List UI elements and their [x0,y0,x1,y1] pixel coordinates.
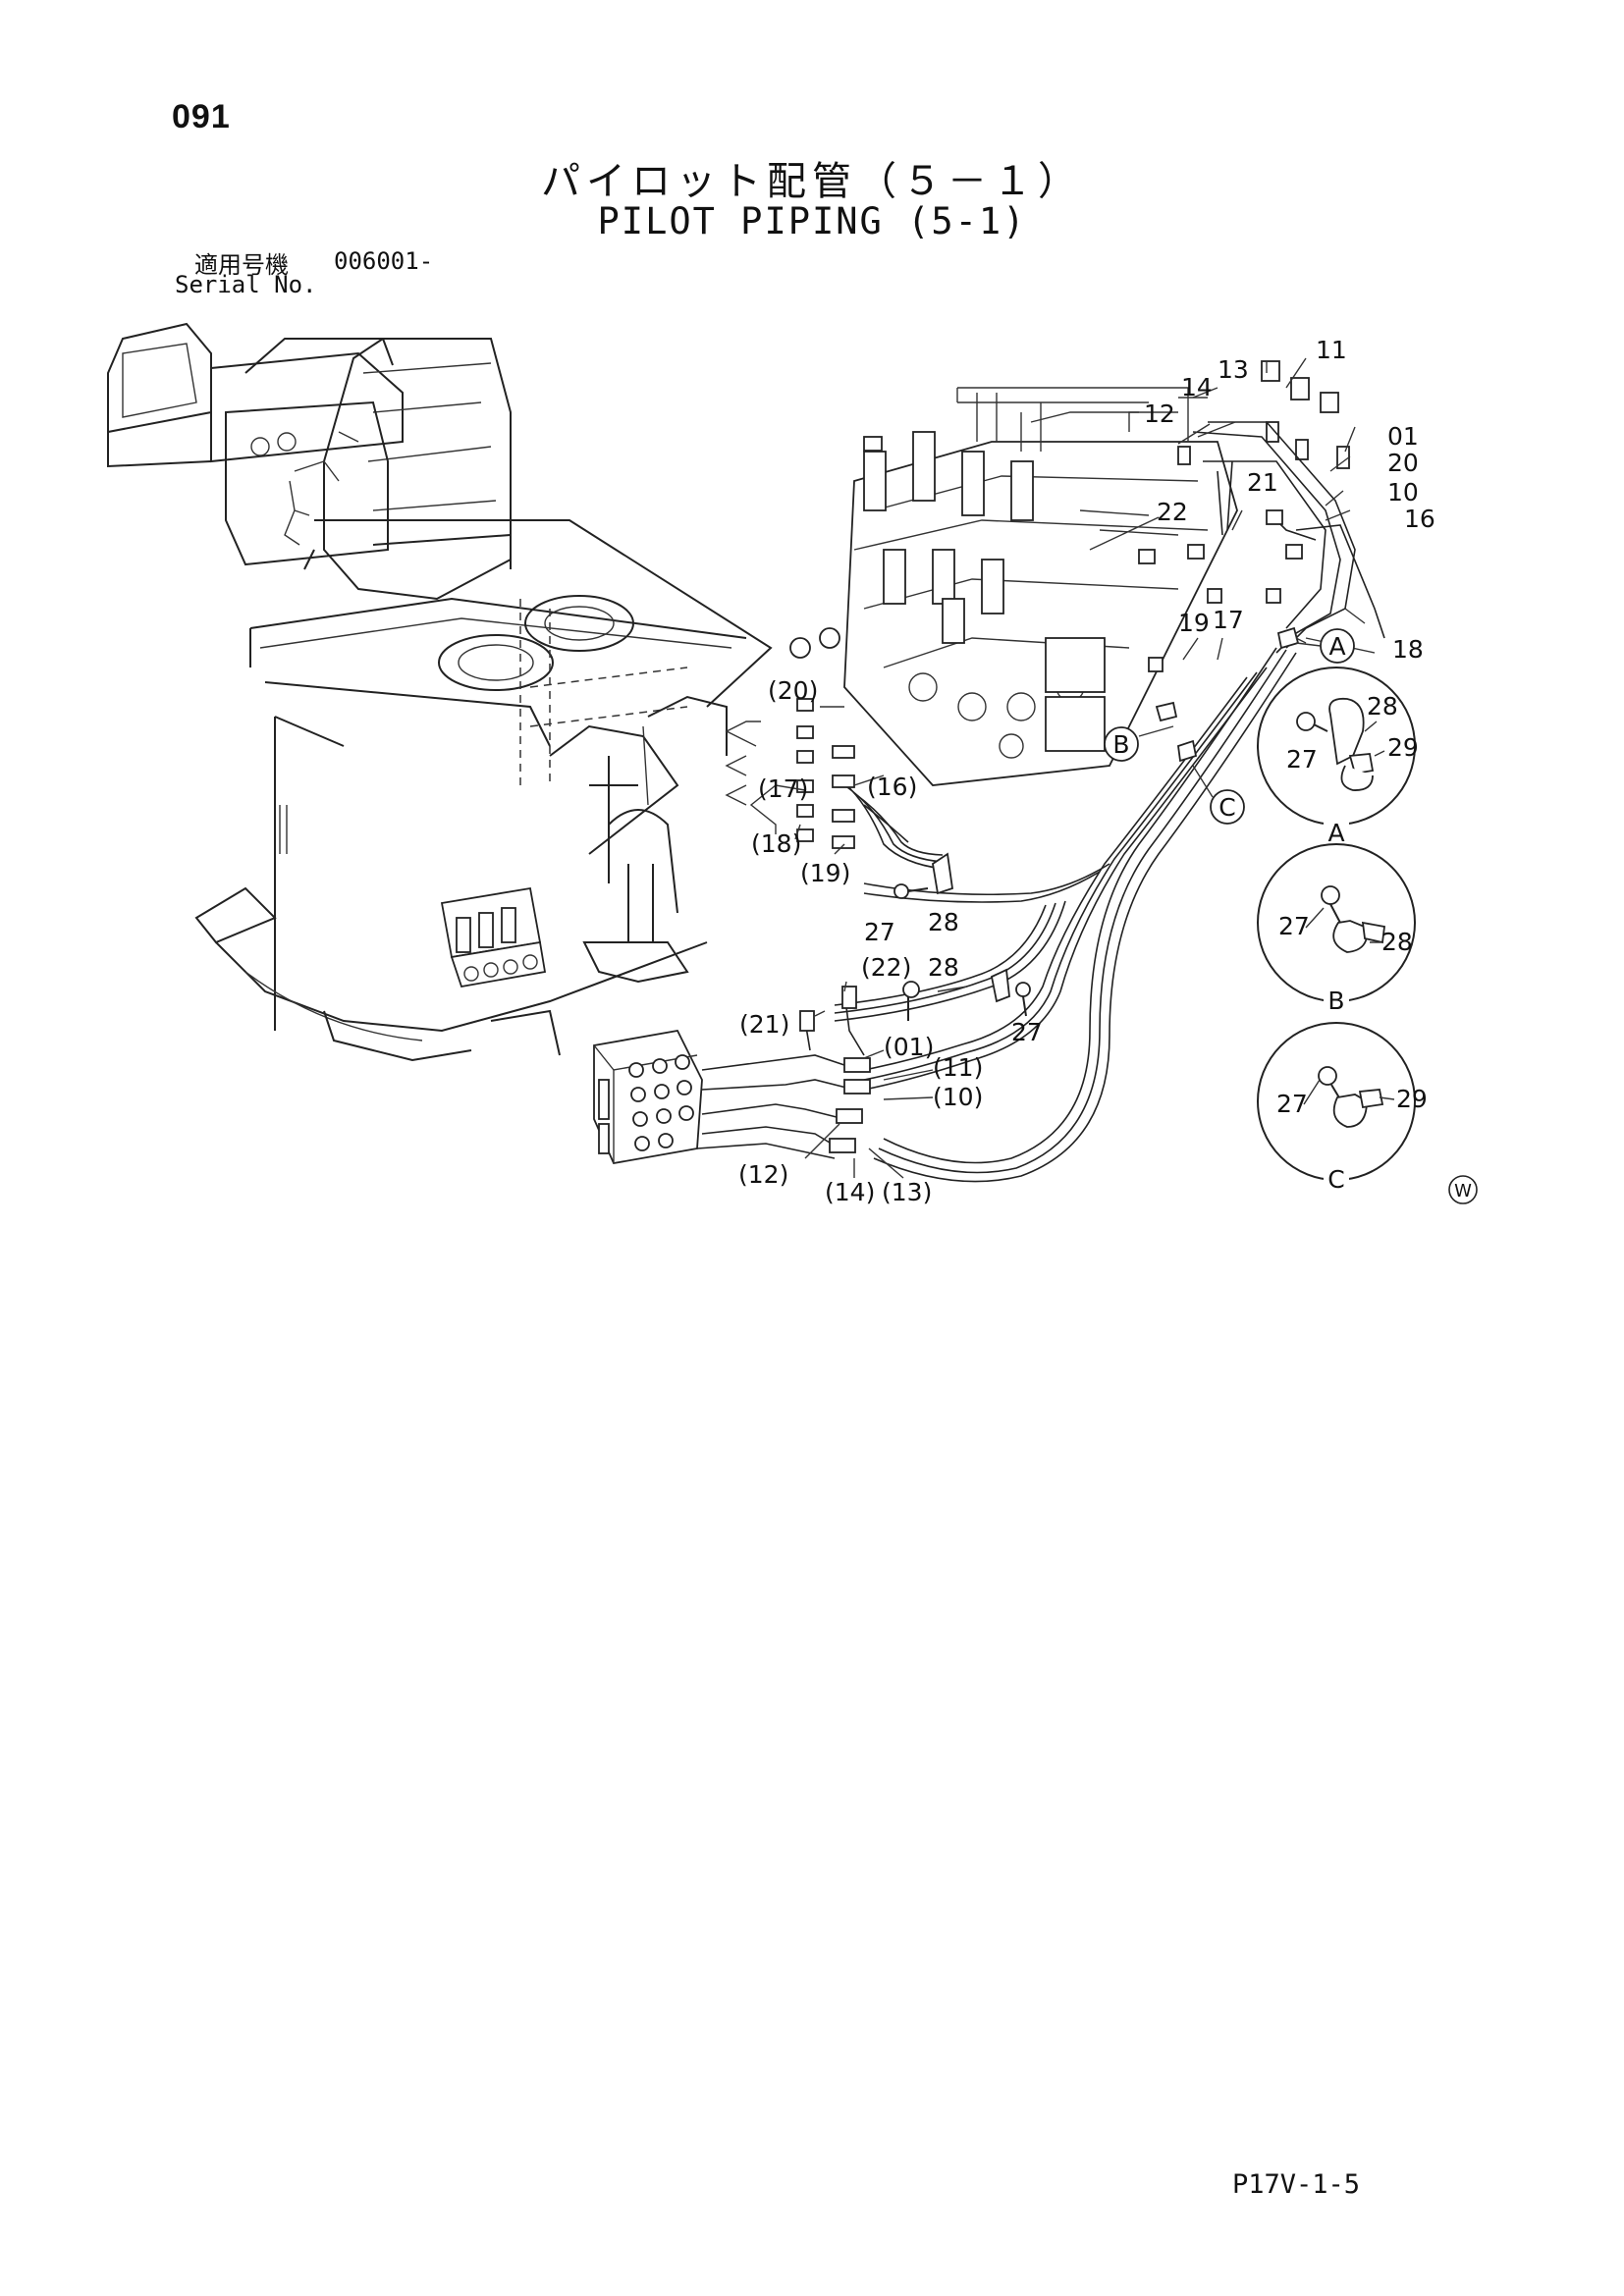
detail-b-caption: B [1327,987,1344,1015]
callout-labels: 11 13 14 12 01 20 21 10 22 16 19 17 18 (… [738,336,1435,1206]
callout-paren-16: (16) [867,773,917,801]
callout-17: 17 [1213,606,1244,634]
detail-view-c: 27 29 C [1257,1022,1428,1194]
callout-14: 14 [1181,373,1213,401]
callout-22: 22 [1157,498,1188,526]
callout-11: 11 [1316,336,1347,364]
callout-paren-10: (10) [933,1083,983,1111]
pilot-valve-block-small [440,886,547,988]
upper-frame-outline [194,519,773,1062]
callout-27-a: 27 [864,918,895,946]
callout-paren-21: (21) [739,1010,789,1039]
callout-paren-19: (19) [800,859,850,887]
callout-paren-12: (12) [738,1160,788,1189]
callout-21: 21 [1247,468,1278,497]
callout-28-b: 28 [928,953,959,982]
serial-value: 006001- [334,247,434,275]
pilot-hose-bundle [725,647,1297,1183]
callout-paren-14: (14) [825,1178,875,1206]
bundle-clamps [932,626,1300,1003]
detail-c-part-27: 27 [1276,1090,1308,1118]
marker-c-label: C [1218,793,1235,822]
callout-paren-01: (01) [884,1033,934,1061]
callout-18: 18 [1392,635,1424,664]
marker-b-label: B [1112,730,1129,759]
callout-19: 19 [1178,609,1210,637]
detail-view-a: 28 27 29 A [1257,667,1419,847]
detail-c-part-29: 29 [1396,1085,1428,1113]
callout-paren-20: (20) [768,676,818,705]
detail-b-part-28: 28 [1381,928,1413,956]
detail-a-part-29: 29 [1387,733,1419,762]
callout-10: 10 [1387,478,1419,507]
main-control-valve [789,387,1238,786]
callout-paren-13: (13) [882,1178,932,1206]
callout-paren-22: (22) [861,953,911,982]
detail-c-caption: C [1327,1165,1344,1194]
callout-13: 13 [1218,355,1249,384]
callout-16: 16 [1404,505,1435,533]
region-mark-w: W [1448,1175,1478,1204]
callout-20: 20 [1387,449,1419,477]
callout-paren-17: (17) [758,774,808,803]
callout-leader-lines [749,357,1376,1179]
page-number: 091 [172,98,231,135]
pilot-fittings-cluster [1138,360,1385,672]
serial-label-japanese: 適用号機 [194,251,289,279]
callout-paren-11: (11) [933,1053,983,1082]
clamp-bolts [893,883,1031,1017]
callout-01: 01 [1387,422,1419,451]
page-title-japanese: パイロット配管（５－１） [541,159,1083,204]
detail-a-part-28: 28 [1367,692,1398,721]
page-title-english: PILOT PIPING (5-1) [597,200,1027,242]
drawing-code: P17V-1-5 [1232,2169,1361,2200]
detail-a-caption: A [1327,819,1344,847]
marker-a-label: A [1328,632,1345,661]
region-mark-letter: W [1454,1181,1472,1201]
excavator-overview-illustration [107,322,512,601]
callout-28-a: 28 [928,908,959,936]
callout-27-b: 27 [1011,1018,1043,1046]
detail-view-b: 27 28 B [1257,843,1416,1015]
detail-a-part-27: 27 [1286,745,1318,774]
callout-12: 12 [1144,400,1175,428]
callout-paren-18: (18) [751,829,801,858]
serial-label-english: Serial No. [175,271,317,298]
detail-b-part-27: 27 [1278,912,1310,940]
pilot-valve-block-lower [593,986,871,1165]
detail-reference-markers: A B C [1104,628,1355,825]
